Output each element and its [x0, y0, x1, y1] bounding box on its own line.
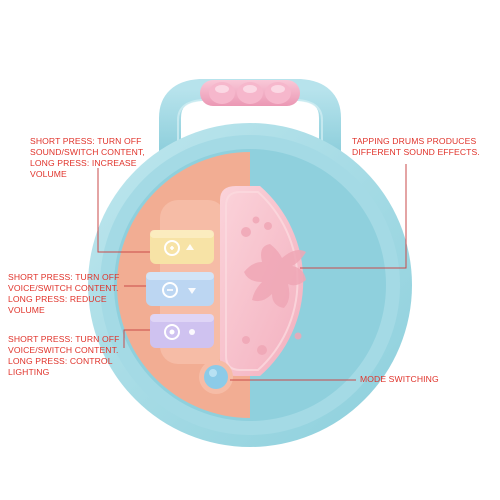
callout-lighting: SHORT PRESS: TURN OFF VOICE/SWITCH CONTE…: [8, 334, 119, 378]
handprint-icon: [241, 216, 306, 355]
callout-line: SHORT PRESS: TURN OFF: [8, 272, 120, 282]
mode-switch-button[interactable]: [199, 360, 233, 394]
callout-line: MODE SWITCHING: [360, 374, 439, 384]
callout-line: LONG PRESS: REDUCE: [8, 294, 107, 304]
key-volume-up[interactable]: [150, 230, 214, 264]
callout-drum: TAPPING DRUMS PRODUCES DIFFERENT SOUND E…: [352, 136, 480, 158]
callout-mode-switching: MODE SWITCHING: [360, 374, 439, 385]
callout-line: VOLUME: [8, 305, 45, 315]
callout-line: LIGHTING: [8, 367, 50, 377]
callout-line: SOUND/SWITCH CONTENT,: [30, 147, 145, 157]
callout-volume-up: SHORT PRESS: TURN OFF SOUND/SWITCH CONTE…: [30, 136, 145, 180]
callout-line: SHORT PRESS: TURN OFF: [8, 334, 120, 344]
callout-line: DIFFERENT SOUND EFFECTS.: [352, 147, 480, 157]
light-icon: [164, 324, 195, 340]
callout-line: TAPPING DRUMS PRODUCES: [352, 136, 477, 146]
callout-line: VOLUME: [30, 169, 67, 179]
callout-volume-down: SHORT PRESS: TURN OFF VOICE/SWITCH CONTE…: [8, 272, 119, 316]
callout-line: LONG PRESS: INCREASE: [30, 158, 137, 168]
callout-line: SHORT PRESS: TURN OFF: [30, 136, 142, 146]
leader-lines: [97, 164, 407, 381]
callout-line: LONG PRESS: CONTROL: [8, 356, 113, 366]
key-volume-down[interactable]: [146, 272, 214, 306]
callout-line: VOICE/SWITCH CONTENT.: [8, 283, 119, 293]
handle-grip: [200, 80, 300, 106]
key-light[interactable]: [150, 314, 214, 348]
volume-up-icon: [164, 240, 194, 256]
callout-line: VOICE/SWITCH CONTENT.: [8, 345, 119, 355]
volume-down-icon: [162, 282, 196, 298]
